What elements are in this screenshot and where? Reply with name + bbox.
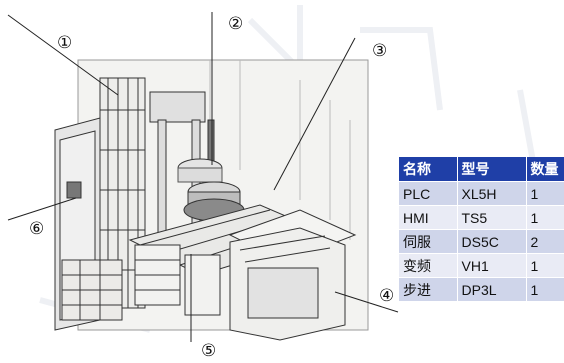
cell-name: 变频 <box>399 253 458 278</box>
callout-2: ② <box>228 14 244 34</box>
leader-lines <box>7 12 399 342</box>
table-row: HMI TS5 1 <box>399 205 564 230</box>
callout-3: ③ <box>372 41 388 61</box>
cell-model: XL5H <box>457 181 527 206</box>
component-spec-table: 名称 型号 数量 PLC XL5H 1 HMI TS5 1 伺服 DS5C 2 … <box>399 157 564 301</box>
cell-model: TS5 <box>457 205 527 230</box>
cell-name: 伺服 <box>399 229 458 254</box>
column-header-model: 型号 <box>457 157 527 182</box>
cell-model: DP3L <box>457 277 527 301</box>
callout-5: ⑤ <box>201 341 217 361</box>
cell-name: PLC <box>399 181 458 206</box>
cell-quantity: 2 <box>526 229 564 254</box>
table-row: 步进 DP3L 1 <box>399 277 564 301</box>
callout-6: ⑥ <box>29 219 45 239</box>
cell-quantity: 1 <box>526 277 564 301</box>
cell-model: VH1 <box>457 253 527 278</box>
column-header-name: 名称 <box>399 157 458 182</box>
cell-name: HMI <box>399 205 458 230</box>
table-row: 变频 VH1 1 <box>399 253 564 278</box>
cell-quantity: 1 <box>526 205 564 230</box>
callout-4: ④ <box>379 286 395 306</box>
table-row: 伺服 DS5C 2 <box>399 229 564 254</box>
table-row: PLC XL5H 1 <box>399 181 564 206</box>
column-header-quantity: 数量 <box>526 157 564 182</box>
cell-quantity: 1 <box>526 253 564 278</box>
cell-quantity: 1 <box>526 181 564 206</box>
callout-1: ① <box>57 33 73 53</box>
cell-model: DS5C <box>457 229 527 254</box>
table-header-row: 名称 型号 数量 <box>399 157 564 182</box>
cell-name: 步进 <box>399 277 458 301</box>
